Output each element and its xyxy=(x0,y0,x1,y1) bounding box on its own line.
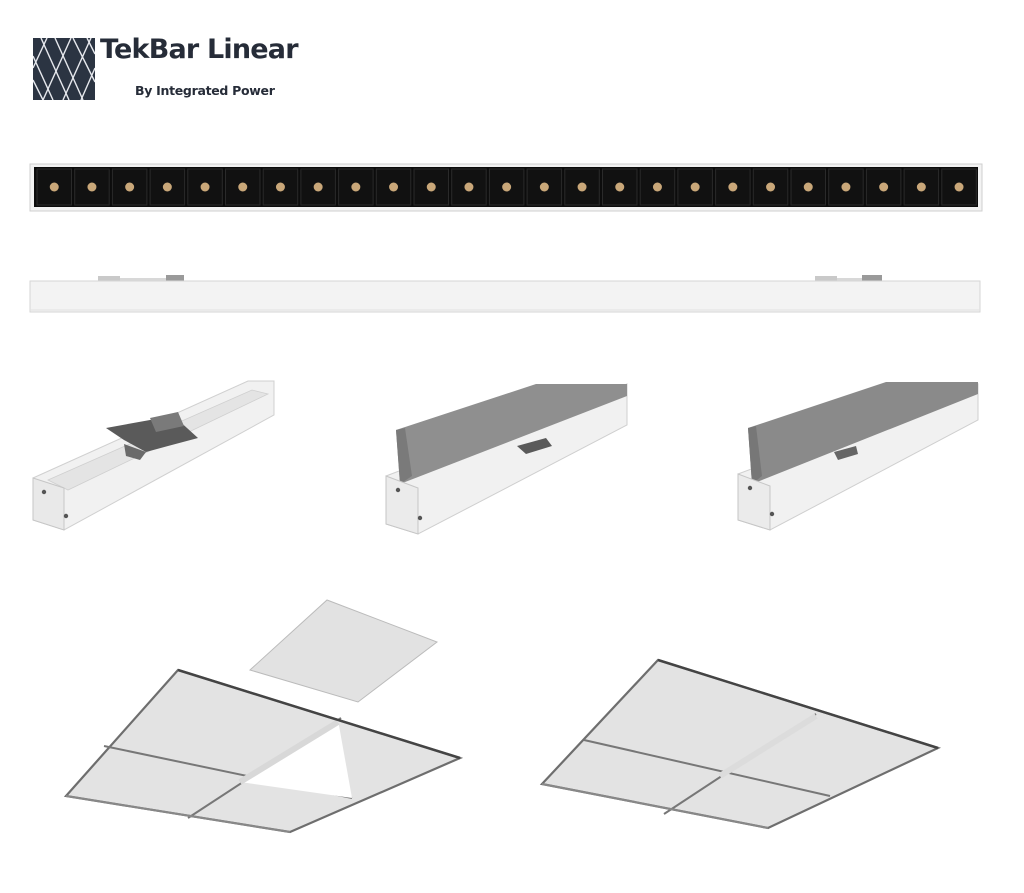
led-chip xyxy=(426,182,436,192)
led-cell xyxy=(262,168,299,206)
led-chip xyxy=(351,182,361,192)
diamond-lattice-logo-icon xyxy=(33,38,95,100)
led-chip xyxy=(916,182,926,192)
led-chip xyxy=(652,182,662,192)
led-chip xyxy=(87,182,97,192)
front-view-led-strip xyxy=(29,163,983,212)
led-chip xyxy=(690,182,700,192)
led-cell xyxy=(451,168,487,206)
led-chip xyxy=(954,182,964,192)
led-chip xyxy=(803,182,813,192)
led-chip xyxy=(841,182,851,192)
brand-subtitle: By Integrated Power xyxy=(135,83,275,98)
led-chip xyxy=(766,182,776,192)
led-chip xyxy=(879,182,889,192)
led-chip xyxy=(49,182,59,192)
led-chip xyxy=(313,182,323,192)
side-view-bar xyxy=(29,275,981,313)
led-chip xyxy=(539,182,549,192)
brand-title: TekBar Linear xyxy=(100,34,299,65)
led-chip xyxy=(125,182,135,192)
led-chip xyxy=(502,182,512,192)
led-chip xyxy=(162,182,172,192)
led-chip xyxy=(389,182,399,192)
led-chip xyxy=(275,182,285,192)
led-chip xyxy=(464,182,474,192)
baffle-detail-left xyxy=(385,383,628,535)
led-chip xyxy=(238,182,248,192)
led-chip xyxy=(728,182,738,192)
baffle-detail-right xyxy=(737,382,979,531)
led-chip xyxy=(200,182,210,192)
mounting-clip-detail xyxy=(32,380,275,531)
led-chip xyxy=(615,182,625,192)
led-cell xyxy=(111,168,148,206)
led-chip xyxy=(577,182,587,192)
